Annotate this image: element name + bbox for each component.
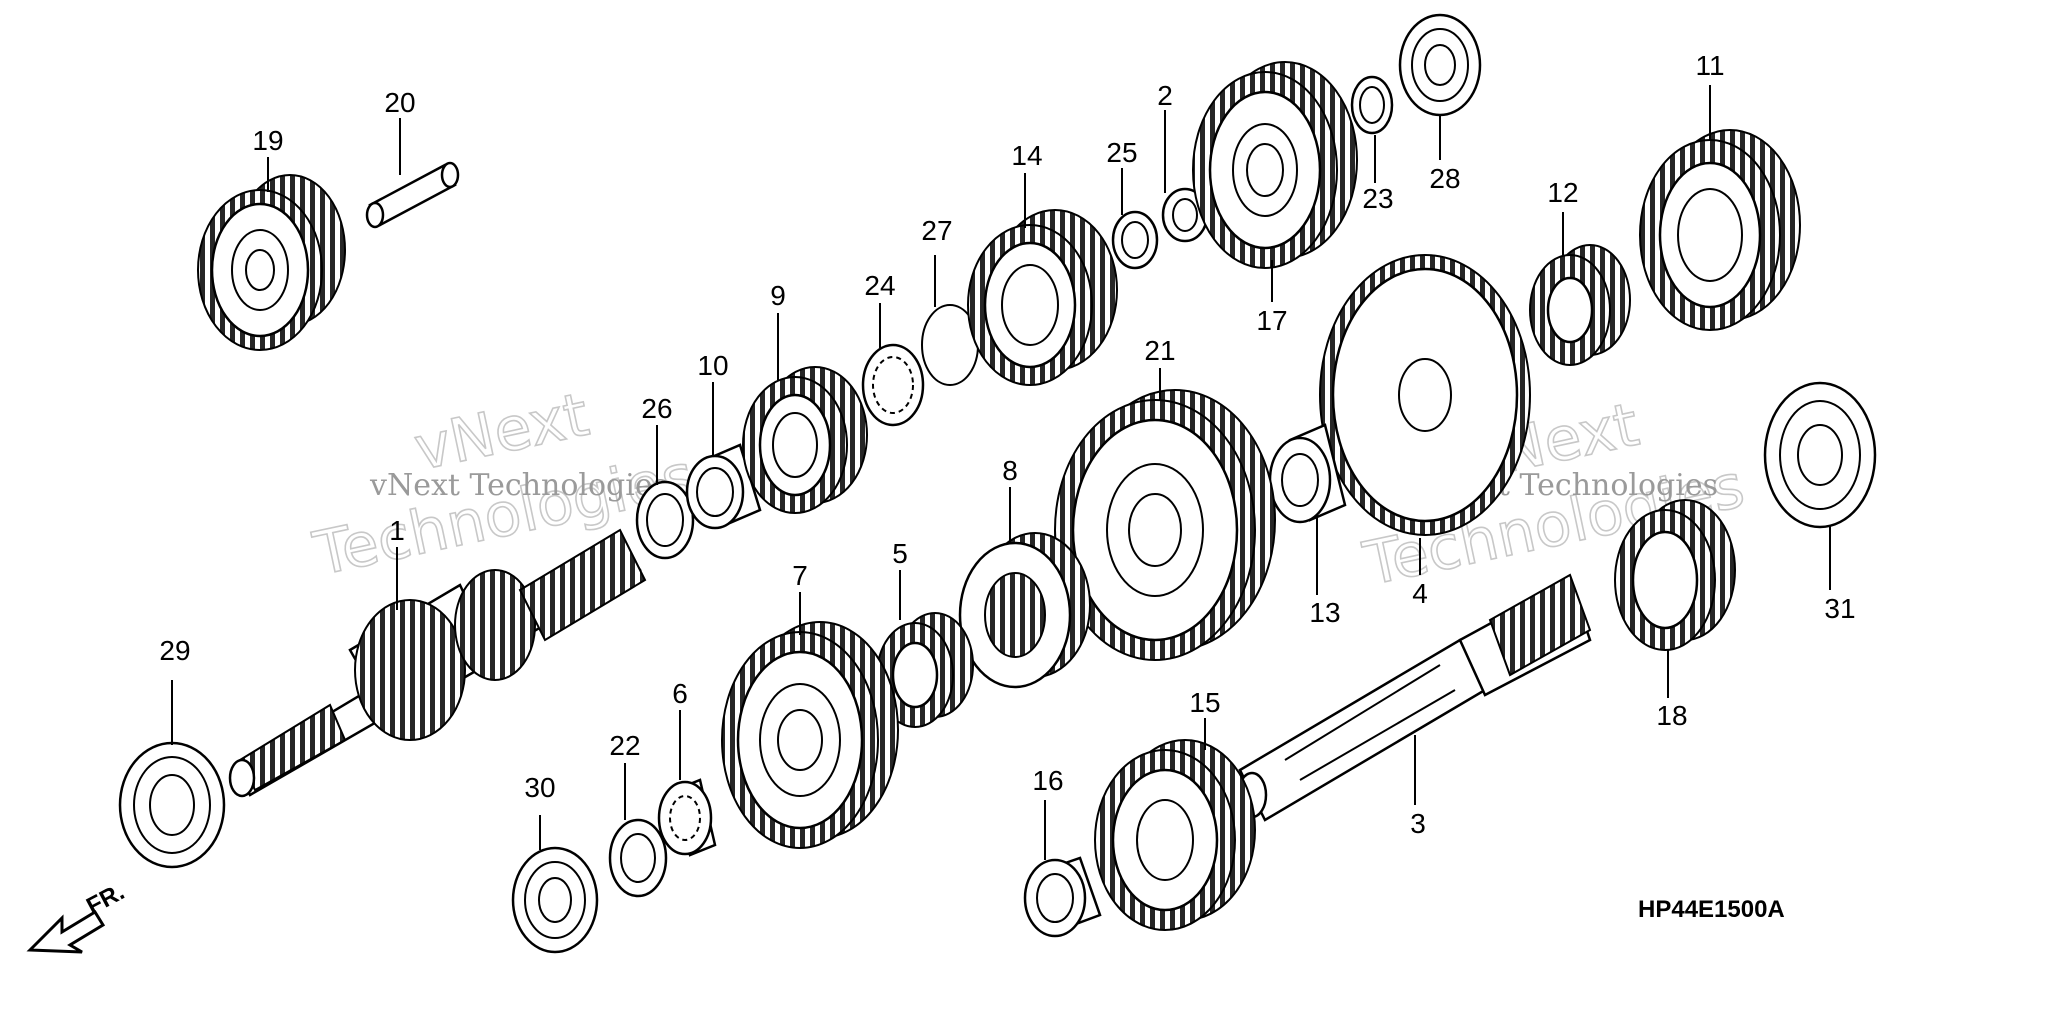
callout-labels: 19 20 1 29 26 10 9 24 27 14 25 2 17 23 2… xyxy=(159,50,1855,839)
callout-1[interactable]: 1 xyxy=(389,515,405,546)
part-6-needle-bearing xyxy=(657,778,717,857)
part-12-splined-bushing xyxy=(1529,244,1631,366)
part-22-washer xyxy=(608,818,668,898)
callout-28[interactable]: 28 xyxy=(1429,163,1460,194)
callout-15[interactable]: 15 xyxy=(1189,687,1220,718)
part-15-gear xyxy=(1094,739,1256,931)
part-20-pin xyxy=(365,161,460,229)
svg-text:vNext Technologies: vNext Technologies xyxy=(369,468,668,503)
callout-18[interactable]: 18 xyxy=(1656,700,1687,731)
callout-4[interactable]: 4 xyxy=(1412,578,1428,609)
callout-27[interactable]: 27 xyxy=(921,215,952,246)
callout-6[interactable]: 6 xyxy=(672,678,688,709)
part-18-gear xyxy=(1614,499,1736,651)
callout-30[interactable]: 30 xyxy=(524,772,555,803)
part-21-gear xyxy=(1054,389,1276,661)
callout-14[interactable]: 14 xyxy=(1011,140,1042,171)
callout-29[interactable]: 29 xyxy=(159,635,190,666)
callout-12[interactable]: 12 xyxy=(1547,177,1578,208)
part-4-gear xyxy=(1319,254,1531,536)
callout-19[interactable]: 19 xyxy=(252,125,283,156)
callout-22[interactable]: 22 xyxy=(609,730,640,761)
part-29-bearing xyxy=(118,741,226,869)
part-19-gear xyxy=(197,174,346,351)
callout-25[interactable]: 25 xyxy=(1106,137,1137,168)
callout-13[interactable]: 13 xyxy=(1309,597,1340,628)
part-16-bushing xyxy=(1023,856,1102,938)
part-1-mainshaft xyxy=(228,528,647,798)
part-23-washer xyxy=(1350,75,1394,135)
callout-9[interactable]: 9 xyxy=(770,280,786,311)
part-17-gear xyxy=(1192,61,1358,269)
part-28-bearing xyxy=(1398,13,1482,117)
callout-21[interactable]: 21 xyxy=(1144,335,1175,366)
part-14-gear xyxy=(967,209,1118,386)
callout-31[interactable]: 31 xyxy=(1824,593,1855,624)
callout-8[interactable]: 8 xyxy=(1002,455,1018,486)
leader-lines xyxy=(171,85,1831,860)
part-10-bushing xyxy=(685,443,762,530)
part-26-washer xyxy=(635,480,695,560)
part-5-splined-bushing xyxy=(876,612,974,728)
part-24-needle-bearing xyxy=(861,343,925,427)
callout-17[interactable]: 17 xyxy=(1256,305,1287,336)
callout-20[interactable]: 20 xyxy=(384,87,415,118)
callout-23[interactable]: 23 xyxy=(1362,183,1393,214)
part-31-bearing xyxy=(1763,381,1877,529)
part-11-gear xyxy=(1639,129,1801,331)
callout-3[interactable]: 3 xyxy=(1410,808,1426,839)
callout-24[interactable]: 24 xyxy=(864,270,895,301)
part-8-gear xyxy=(958,532,1091,689)
diagram-code: HP44E1500A xyxy=(1638,896,1785,923)
part-30-bearing xyxy=(511,846,599,954)
callout-16[interactable]: 16 xyxy=(1032,765,1063,796)
part-25-washer xyxy=(1111,210,1159,270)
callout-7[interactable]: 7 xyxy=(792,560,808,591)
callout-2[interactable]: 2 xyxy=(1157,80,1173,111)
part-9-gear xyxy=(742,366,868,514)
callout-26[interactable]: 26 xyxy=(641,393,672,424)
callout-11[interactable]: 11 xyxy=(1695,50,1724,81)
callout-10[interactable]: 10 xyxy=(697,350,728,381)
front-direction-marker: FR. xyxy=(26,878,129,954)
part-7-gear xyxy=(721,621,899,849)
front-arrow-icon xyxy=(26,909,106,954)
callout-5[interactable]: 5 xyxy=(892,538,908,569)
